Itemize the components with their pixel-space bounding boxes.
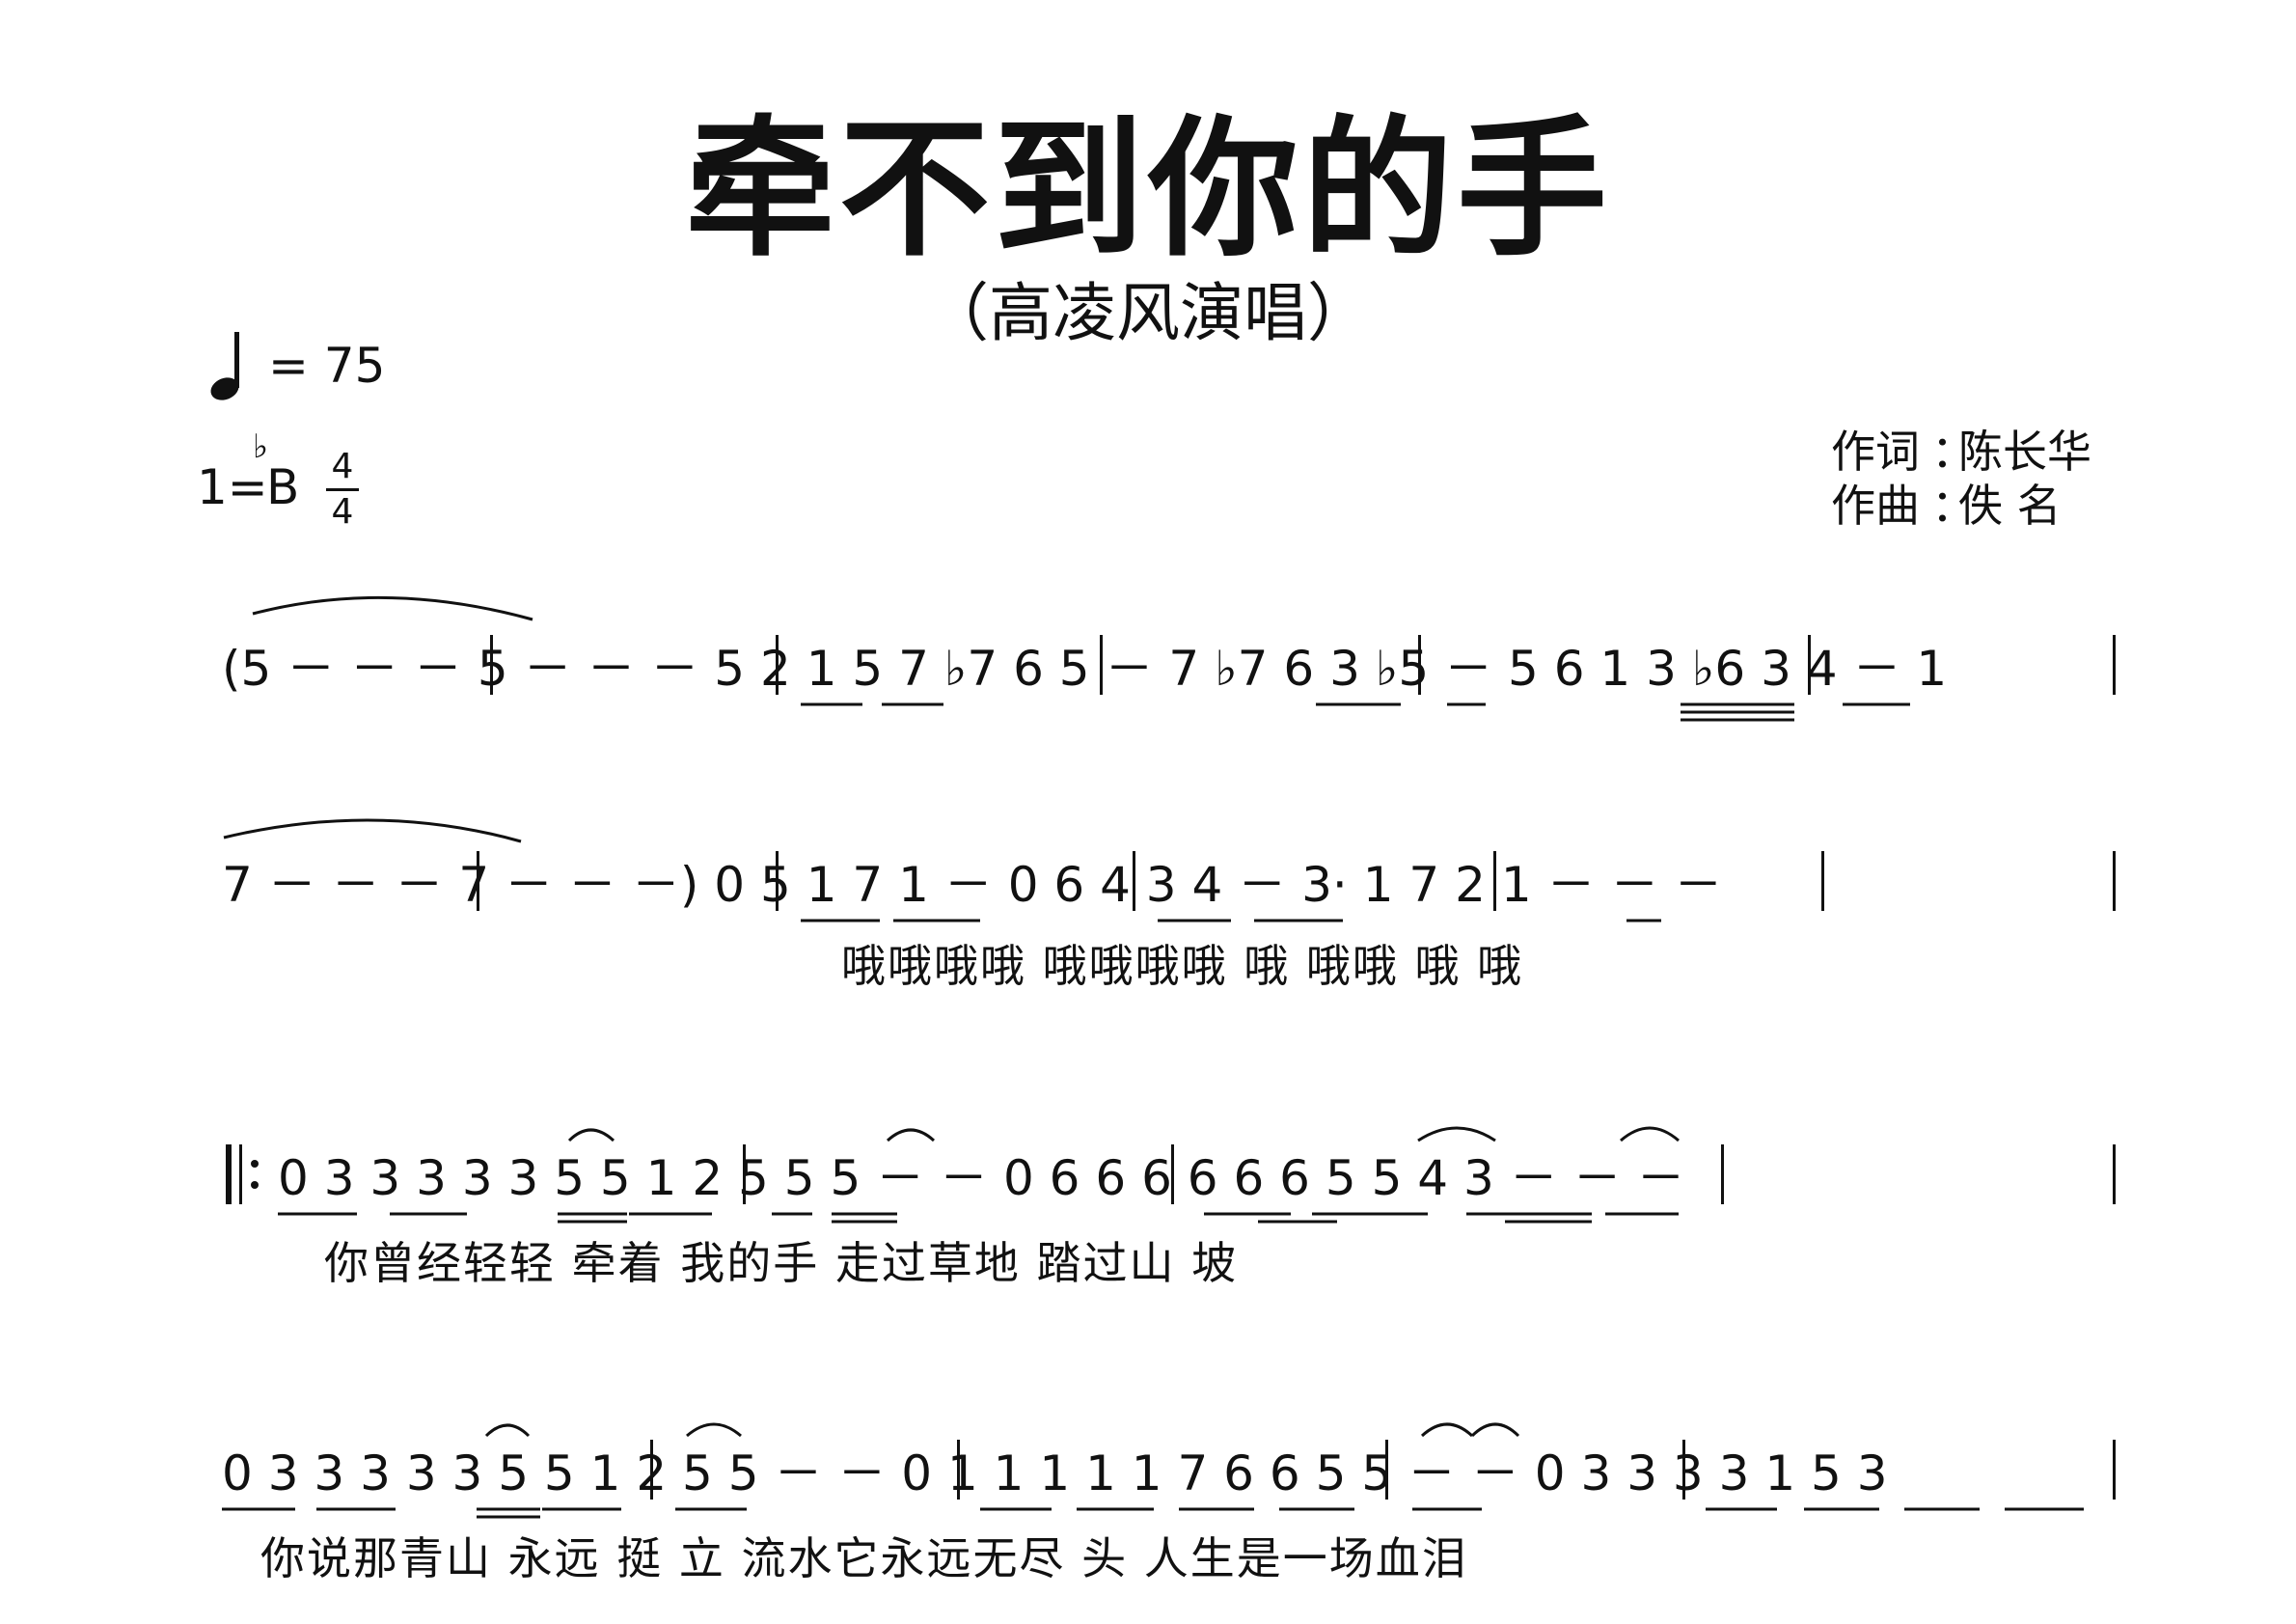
barline (1171, 1144, 1174, 1204)
slur (252, 595, 533, 621)
credit-colon: ： (1931, 426, 1976, 478)
notation-line: 7 － － － 7 － － －) 0 5 1 7 1 － 0 6 4 3 4 －… (222, 857, 1723, 913)
slur (223, 818, 522, 843)
slur (1417, 1126, 1496, 1142)
quarter-note-stem (234, 332, 239, 388)
time-signature-bar (326, 488, 359, 491)
barline (650, 1440, 653, 1500)
music-system-2: 7 － － － 7 － － －) 0 5 1 7 1 － 0 6 4 3 4 －… (0, 818, 2296, 996)
notation-line: 0 3 3 3 3 3 5 5 1 2 5 5 － － 0 1 1 1 1 1 … (222, 1445, 1888, 1501)
credit-composer: 作曲 ： 佚 名 (1831, 479, 2091, 533)
barline (1808, 635, 1811, 695)
notation-line: (5 － － － 5 － － － 5 2 1 5 7 ♭7 6 5 － 7 ♭7… (222, 641, 1948, 697)
barline (1721, 1144, 1724, 1204)
repeat-dot (251, 1160, 259, 1168)
lyrics-line: 你曾经轻轻 牵着 我的手 走过草地 踏过山 坡 (324, 1237, 1239, 1289)
repeat-thick-bar (226, 1144, 232, 1204)
lyrics-line: 哦哦哦哦 哦哦哦哦 哦 哦哦 哦 哦 (841, 940, 1524, 992)
tempo-value: = 75 (268, 338, 386, 394)
barline (477, 851, 479, 911)
barline (2113, 851, 2116, 911)
barline (2113, 635, 2116, 695)
repeat-sign (226, 1144, 259, 1204)
credit-lyricist: 作词 ： 陈长华 (1831, 425, 2091, 479)
credit-label: 作词 (1831, 426, 1920, 478)
slurs-and-beams (222, 1422, 2084, 1519)
time-signature-top: 4 (331, 447, 354, 486)
song-title: 牵不到你的手 (685, 101, 1611, 277)
time-signature: 4 4 (326, 450, 359, 530)
slur (1620, 1126, 1680, 1142)
lyrics-line: 你说那青山 永远 挺 立 流水它永远无尽 头 人生是一场血泪 (260, 1532, 1468, 1584)
slurs-and-beams (278, 1126, 1680, 1224)
credit-label: 作曲 (1831, 480, 1920, 532)
barline (776, 851, 779, 911)
barline (776, 635, 779, 695)
flat-icon: ♭ (253, 427, 269, 466)
barline (957, 1440, 960, 1500)
slur (886, 1128, 936, 1142)
barline (1133, 851, 1135, 911)
key-note: B (266, 459, 300, 515)
repeat-dot (251, 1181, 259, 1189)
slur (686, 1422, 742, 1438)
credits: 作词 ： 陈长华 作曲 ： 佚 名 (1831, 425, 2091, 533)
slur (1470, 1422, 1520, 1438)
key-prefix: 1= (197, 459, 268, 515)
barline (1682, 1440, 1685, 1500)
music-system-1: (5 － － － 5 － － － 5 2 1 5 7 ♭7 6 5 － 7 ♭7… (0, 595, 2296, 760)
slur (484, 1423, 531, 1438)
slurs-and-beams (252, 595, 1910, 722)
barline (2113, 1440, 2116, 1500)
barline (1821, 851, 1824, 911)
barline (1385, 1440, 1388, 1500)
barline (1418, 635, 1421, 695)
barline (490, 635, 493, 695)
credit-colon: ： (1931, 480, 1976, 532)
time-signature-bottom: 4 (331, 492, 354, 532)
song-subtitle: （高凌风演唱） (925, 276, 1371, 350)
repeat-thin-bar (239, 1144, 242, 1204)
slurs-and-beams (223, 818, 1661, 922)
barline (1100, 635, 1103, 695)
notation-line: 0 3 3 3 3 3 5 5 1 2 5 5 5 － － 0 6 6 6 6 … (278, 1150, 1685, 1206)
barline (2113, 1144, 2116, 1204)
music-system-3: 0 3 3 3 3 3 5 5 1 2 5 5 5 － － 0 6 6 6 6 … (0, 1126, 2296, 1289)
slur (567, 1128, 615, 1142)
barline (1493, 851, 1496, 911)
music-system-4: 0 3 3 3 3 3 5 5 1 2 5 5 － － 0 1 1 1 1 1 … (0, 1422, 2296, 1584)
slur (1420, 1422, 1474, 1438)
credit-name: 佚 名 (1958, 480, 2062, 532)
credit-name: 陈长华 (1958, 426, 2091, 478)
barline (743, 1144, 746, 1204)
